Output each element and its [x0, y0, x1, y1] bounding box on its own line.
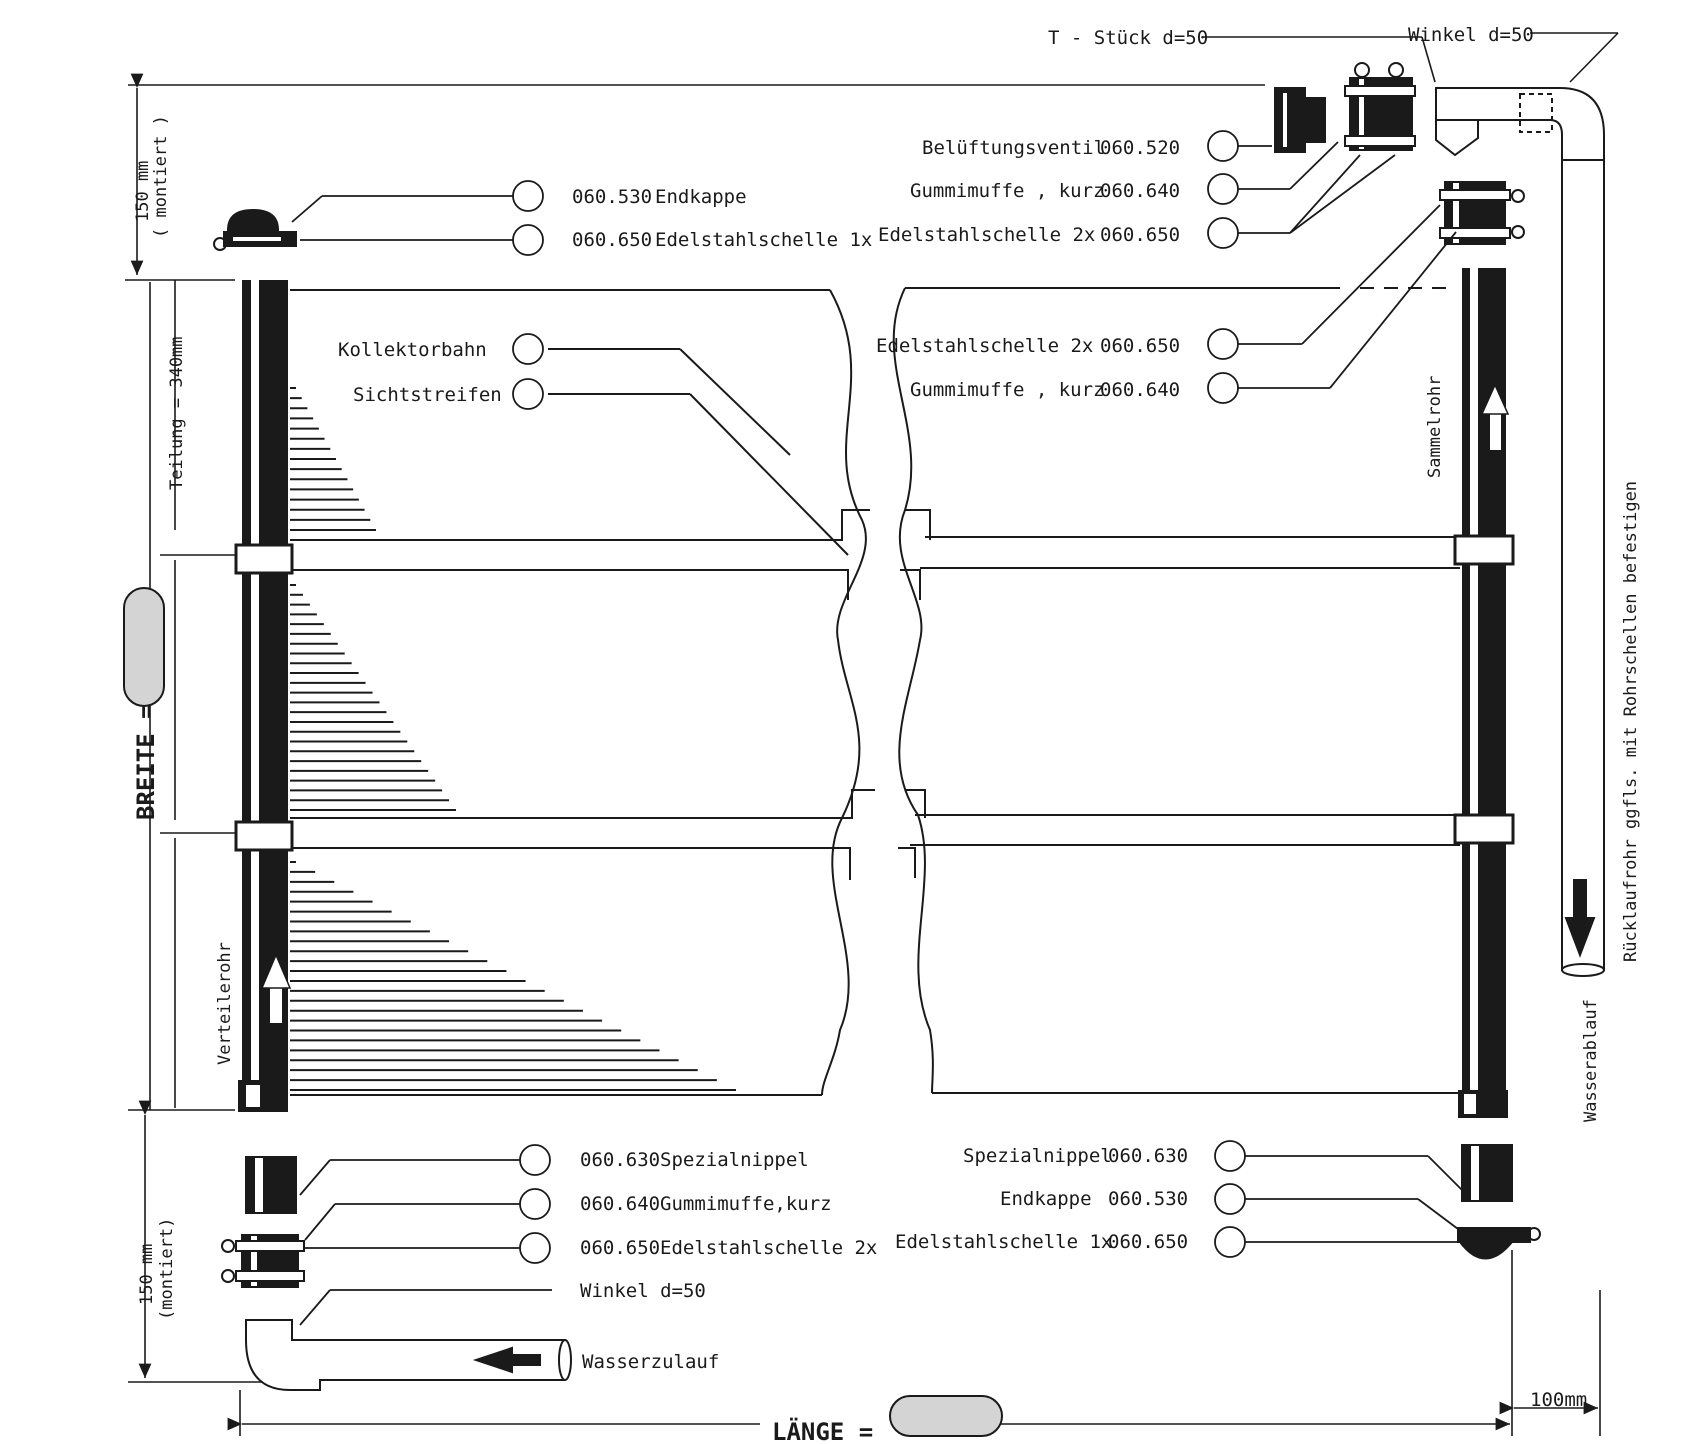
clamp-left-code: 060.650 — [580, 1237, 660, 1259]
endcap-right-code: 060.530 — [1108, 1188, 1188, 1210]
vent-valve-label: Belüftungsventil — [922, 137, 1105, 159]
angle-bottom-label: Winkel d=50 — [580, 1280, 706, 1302]
endcap-right-label: Endkappe — [1000, 1188, 1092, 1210]
endcap-top-left-label: Endkappe — [655, 186, 747, 208]
header-pipe-label: Sammelrohr — [1425, 376, 1445, 478]
clamp-right-label: Edelstahlschelle 1x — [895, 1231, 1112, 1253]
dim-bottom-label: 150 mm — [137, 1244, 157, 1305]
return-pipe-label: Rücklaufrohr ggfls. mit Rohrschellen bef… — [1621, 481, 1641, 962]
drain-label: Wasserablauf — [1581, 999, 1601, 1122]
collector-strip-label: Kollektorbahn — [338, 339, 487, 361]
t-piece-label: T - Stück d=50 — [1048, 27, 1208, 49]
clamp-mid-right-code: 060.650 — [1100, 335, 1180, 357]
dim-top-sub: ( montiert ) — [151, 115, 171, 238]
rubber-top-code: 060.640 — [1100, 180, 1180, 202]
vent-valve-code: 060.520 — [1100, 137, 1180, 159]
rubber-top-label: Gummimuffe , kurz — [910, 180, 1104, 202]
angle-top-label: Winkel d=50 — [1408, 24, 1534, 46]
distributor-pipe — [234, 280, 294, 1112]
clamp-mid-right-label: Edelstahlschelle 2x — [876, 335, 1093, 357]
fittings-top — [213, 62, 1525, 251]
nipple-right-code: 060.630 — [1108, 1145, 1188, 1167]
clamp-top-right-code: 060.650 — [1100, 224, 1180, 246]
collector-strips — [290, 287, 1460, 1096]
width-label: BREITE = — [132, 704, 160, 820]
labels: T - Stück d=50 Winkel d=50 Belüftungsven… — [132, 24, 1641, 1444]
rubber-mid-right-label: Gummimuffe , kurz — [910, 379, 1104, 401]
rubber-left-code: 060.640 — [580, 1193, 660, 1215]
fittings-bottom — [221, 1144, 1541, 1391]
clamp-left-label: Edelstahlschelle 2x — [660, 1237, 877, 1259]
return-pipe — [1435, 87, 1605, 977]
endcap-top-left-code: 060.530 — [572, 186, 652, 208]
rubber-mid-right-code: 060.640 — [1100, 379, 1180, 401]
dim-top-label: 150 mm — [133, 161, 153, 222]
nipple-right-label: Spezialnippel — [963, 1145, 1112, 1167]
clamp-top-left-code: 060.650 — [572, 229, 652, 251]
part-callouts — [291, 130, 1463, 1326]
clamp-top-right-label: Edelstahlschelle 2x — [878, 224, 1095, 246]
clamp-right-code: 060.650 — [1108, 1231, 1188, 1253]
dimension-lines — [125, 32, 1619, 1436]
length-value-field[interactable] — [889, 1395, 1003, 1437]
rubber-left-label: Gummimuffe,kurz — [660, 1193, 832, 1215]
clamp-top-left-label: Edelstahlschelle 1x — [655, 229, 872, 251]
water-inlet-label: Wasserzulauf — [582, 1351, 719, 1373]
distributor-pipe-label: Verteilerohr — [215, 942, 235, 1065]
dim-100-label: 100mm — [1530, 1389, 1587, 1411]
pitch-label: Teilung = 340mm — [167, 336, 187, 490]
sight-strip-label: Sichtstreifen — [353, 384, 502, 406]
dim-bottom-sub: (montiert) — [157, 1218, 177, 1320]
sight-strip-fins — [290, 387, 736, 1091]
nipple-left-label: Spezialnippel — [660, 1149, 809, 1171]
length-label: LÄNGE = — [772, 1417, 873, 1444]
nipple-left-code: 060.630 — [580, 1149, 660, 1171]
width-value-field[interactable] — [123, 587, 165, 707]
header-pipe — [1453, 268, 1515, 1118]
